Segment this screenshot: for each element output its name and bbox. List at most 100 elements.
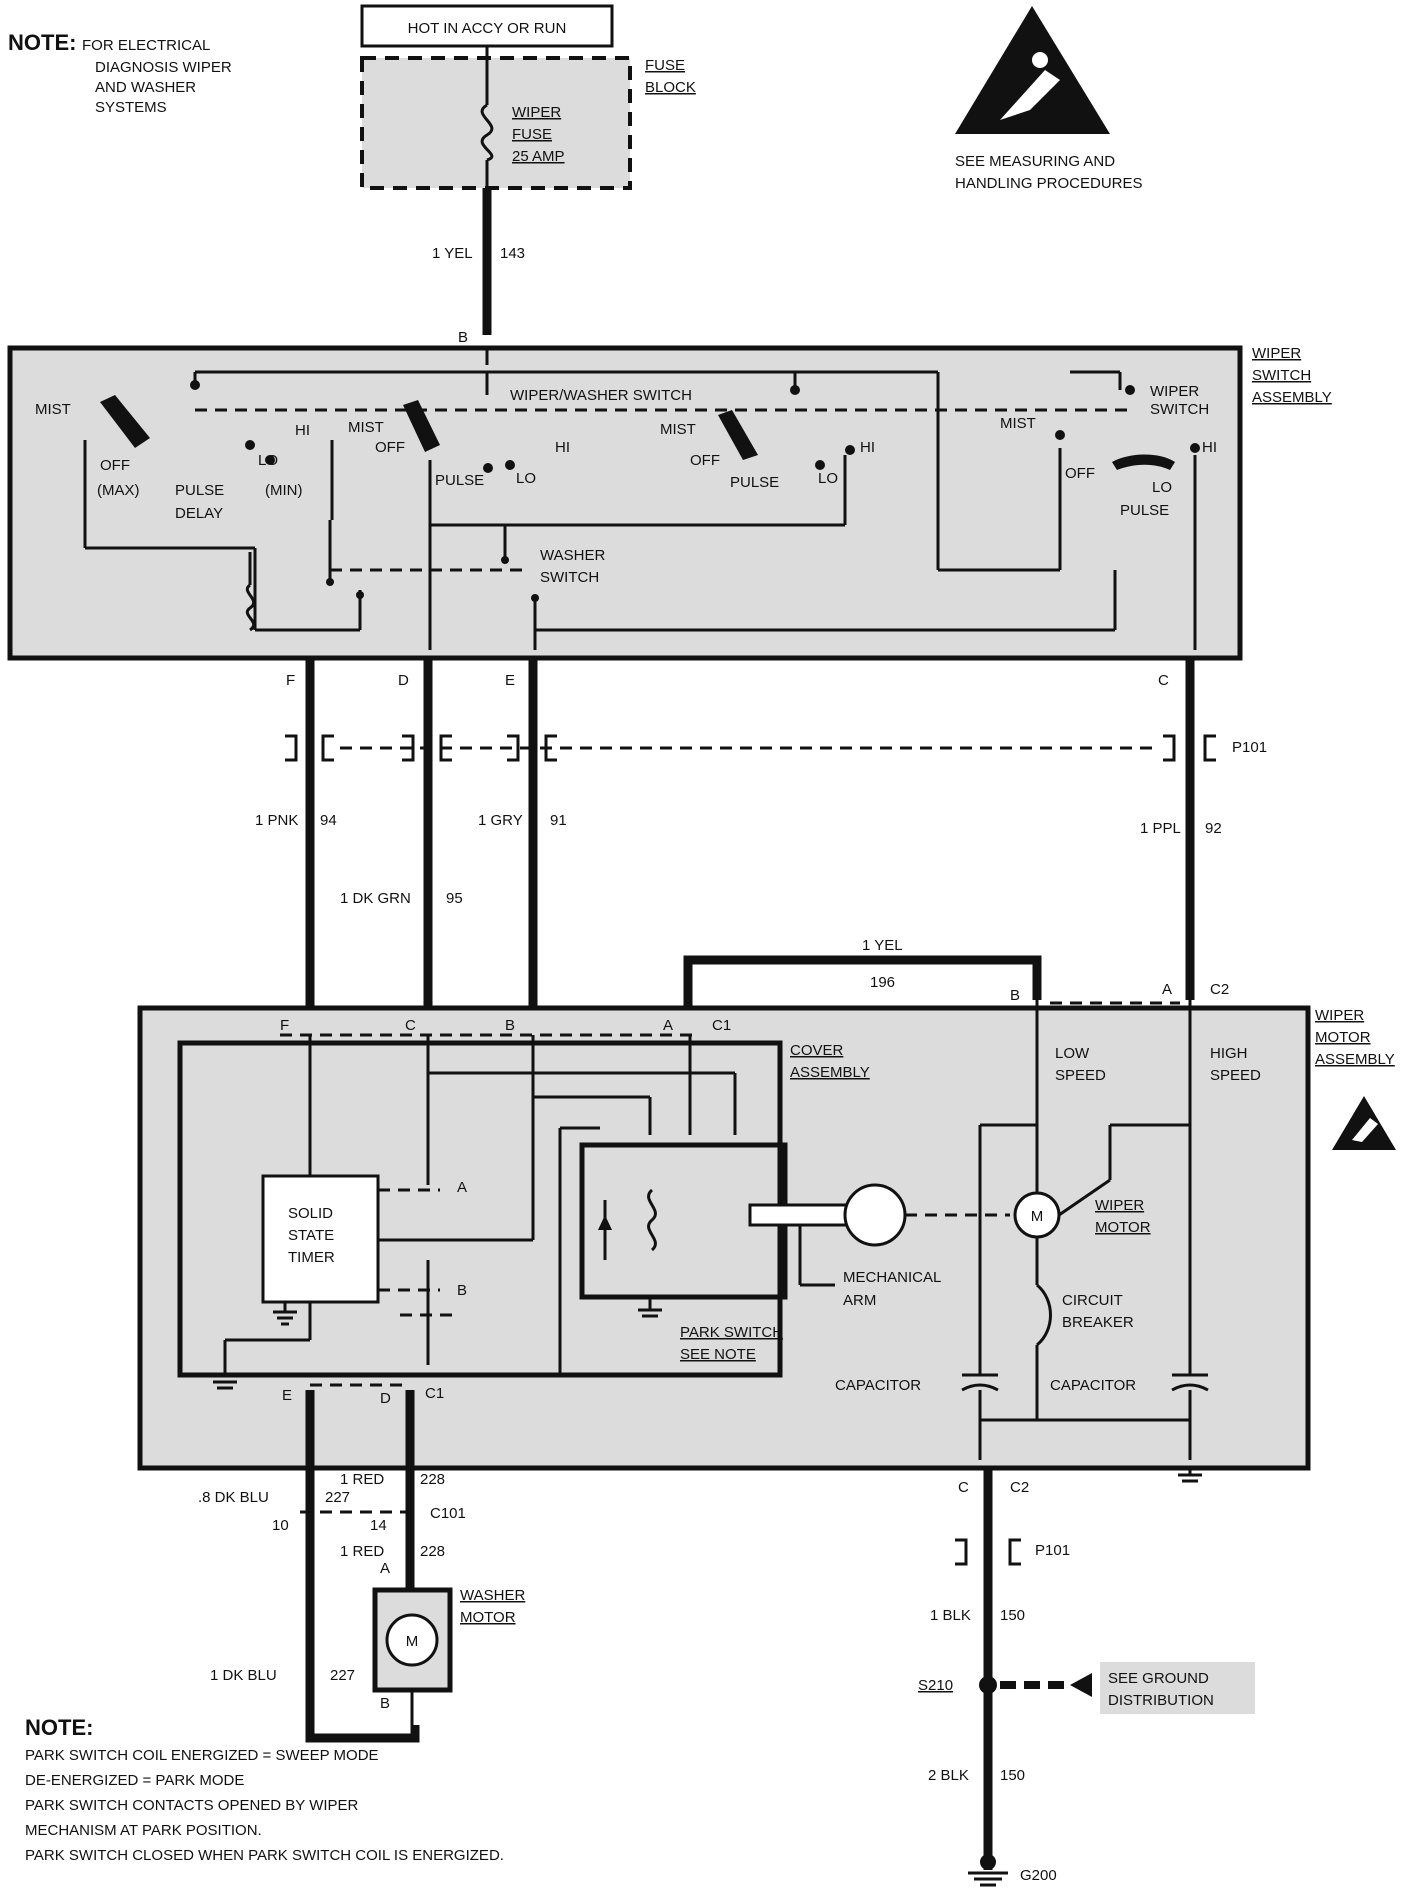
capacitor-label-right: CAPACITOR — [1050, 1377, 1136, 1394]
off-label-4: OFF — [1065, 465, 1095, 482]
bottom-note-label: NOTE: — [25, 1715, 93, 1740]
park-switch-coil-icon — [598, 1188, 657, 1260]
conn-a-washer: A — [380, 1560, 390, 1577]
relay-b-label: B — [457, 1282, 467, 1299]
hi-label-3: HI — [860, 439, 875, 456]
top-note-line4: SYSTEMS — [95, 99, 167, 116]
wire-91-num: 91 — [550, 812, 567, 829]
fuse-block-label-1: FUSE — [645, 57, 685, 74]
pulse-label-3: PULSE — [730, 474, 779, 491]
bottom-note-line2: DE-ENERGIZED = PARK MODE — [25, 1772, 244, 1789]
conn-c-switch: C — [1158, 672, 1169, 689]
wiper-switch-label-1: WIPER — [1150, 383, 1199, 400]
wire-150b-color: 2 BLK — [928, 1767, 969, 1784]
top-note-line2: DIAGNOSIS WIPER — [95, 59, 232, 76]
ground-icons-motor — [213, 1297, 1202, 1483]
low-speed-label-1: LOW — [1055, 1045, 1090, 1062]
high-speed-label-2: SPEED — [1210, 1067, 1261, 1084]
conn-b-c2: B — [1010, 987, 1020, 1004]
ground-arrow-icon — [1070, 1673, 1092, 1697]
see-ground-2: DISTRIBUTION — [1108, 1692, 1214, 1709]
switch-knob-icons — [100, 380, 1200, 602]
conn-f-switch: F — [286, 672, 295, 689]
bottom-note-line5: PARK SWITCH CLOSED WHEN PARK SWITCH COIL… — [25, 1847, 504, 1864]
mech-arm-label-1: MECHANICAL — [843, 1269, 941, 1286]
pulse-label-2: PULSE — [435, 472, 484, 489]
pin-14: 14 — [370, 1517, 387, 1534]
splice-s210-label: S210 — [918, 1677, 953, 1694]
ground-distribution-box — [1100, 1662, 1255, 1714]
top-note-line3: AND WASHER — [95, 79, 196, 96]
ground-g200-icon — [968, 1854, 1008, 1887]
conn-d-switch: D — [398, 672, 409, 689]
c2-label-bottom: C2 — [1010, 1479, 1029, 1496]
timer-label-2: STATE — [288, 1227, 334, 1244]
switch-assembly-title-2: SWITCH — [1252, 367, 1311, 384]
fuse-name-2: FUSE — [512, 126, 552, 143]
washer-switch-label-1: WASHER — [540, 547, 605, 564]
wire-143-color: 1 YEL — [432, 245, 473, 262]
wire-95-color: 1 DK GRN — [340, 890, 411, 907]
wire-227a-num: 227 — [325, 1489, 350, 1506]
park-switch-label-2: SEE NOTE — [680, 1346, 756, 1363]
hi-label-1: HI — [295, 422, 310, 439]
pin-10: 10 — [272, 1517, 289, 1534]
wire-143-num: 143 — [500, 245, 525, 262]
pulse-label-4: PULSE — [1120, 502, 1169, 519]
conn-c-c1: C — [405, 1017, 416, 1034]
washer-motor-icon — [385, 1613, 439, 1667]
wire-228b-color: 1 RED — [340, 1543, 384, 1560]
washer-motor-label-1: WASHER — [460, 1587, 525, 1604]
top-note-line1: FOR ELECTRICAL — [82, 37, 210, 54]
pulse-label-1: PULSE — [175, 482, 224, 499]
p101-label-top: P101 — [1232, 739, 1267, 756]
hi-label-4: HI — [1202, 439, 1217, 456]
motor-assembly-title-3: ASSEMBLY — [1315, 1051, 1395, 1068]
c1-label-bottom: C1 — [425, 1385, 444, 1402]
switch-assembly-title-3: ASSEMBLY — [1252, 389, 1332, 406]
washer-motor-symbol: M — [406, 1633, 419, 1650]
hot-label: HOT IN ACCY OR RUN — [408, 20, 567, 37]
min-label: (MIN) — [265, 482, 303, 499]
fuse-rating: 25 AMP — [512, 148, 565, 165]
conn-b-washer: B — [380, 1695, 390, 1712]
relay-a-label: A — [457, 1179, 467, 1196]
splice-s210-icon — [979, 1676, 997, 1694]
conn-a-c2: A — [1162, 981, 1172, 998]
conn-b-top: B — [458, 329, 468, 346]
wire-227b-num: 227 — [330, 1667, 355, 1684]
motor-assembly-title-2: MOTOR — [1315, 1029, 1371, 1046]
top-note-label: NOTE: — [8, 30, 76, 55]
breaker-label-1: CIRCUIT — [1062, 1292, 1123, 1309]
p101-label-bottom: P101 — [1035, 1542, 1070, 1559]
esd-warning-icon-small — [1332, 1096, 1396, 1150]
mist-label-3: MIST — [660, 421, 696, 438]
circuit-breaker-icon — [1035, 1283, 1052, 1347]
p101-connector-icons — [285, 734, 1216, 762]
c101-label: C101 — [430, 1505, 466, 1522]
conn-d-c1: D — [380, 1390, 391, 1407]
washer-motor-label-2: MOTOR — [460, 1609, 516, 1626]
conn-c-c2: C — [958, 1479, 969, 1496]
cover-label-1: COVER — [790, 1042, 844, 1059]
off-label-2: OFF — [375, 439, 405, 456]
switch-internal-wiring — [83, 348, 1197, 650]
low-speed-label-2: SPEED — [1055, 1067, 1106, 1084]
wiper-switch-assembly — [7, 345, 1243, 661]
wire-228b-num: 228 — [420, 1543, 445, 1560]
conn-f-c1: F — [280, 1017, 289, 1034]
wire-150b-num: 150 — [1000, 1767, 1025, 1784]
off-label-1: OFF — [100, 457, 130, 474]
conn-a-c1: A — [663, 1017, 673, 1034]
lo-label-3: LO — [818, 470, 838, 487]
wire-94-color: 1 PNK — [255, 812, 298, 829]
conn-e-c1: E — [282, 1387, 292, 1404]
bottom-note-line3: PARK SWITCH CONTACTS OPENED BY WIPER — [25, 1797, 359, 1814]
see-ground-1: SEE GROUND — [1108, 1670, 1209, 1687]
wire-196-num: 196 — [870, 974, 895, 991]
fuse-block — [360, 56, 632, 190]
wire-94-num: 94 — [320, 812, 337, 829]
cover-label-2: ASSEMBLY — [790, 1064, 870, 1081]
lo-label-2: LO — [516, 470, 536, 487]
esd-note-line1: SEE MEASURING AND — [955, 153, 1115, 170]
